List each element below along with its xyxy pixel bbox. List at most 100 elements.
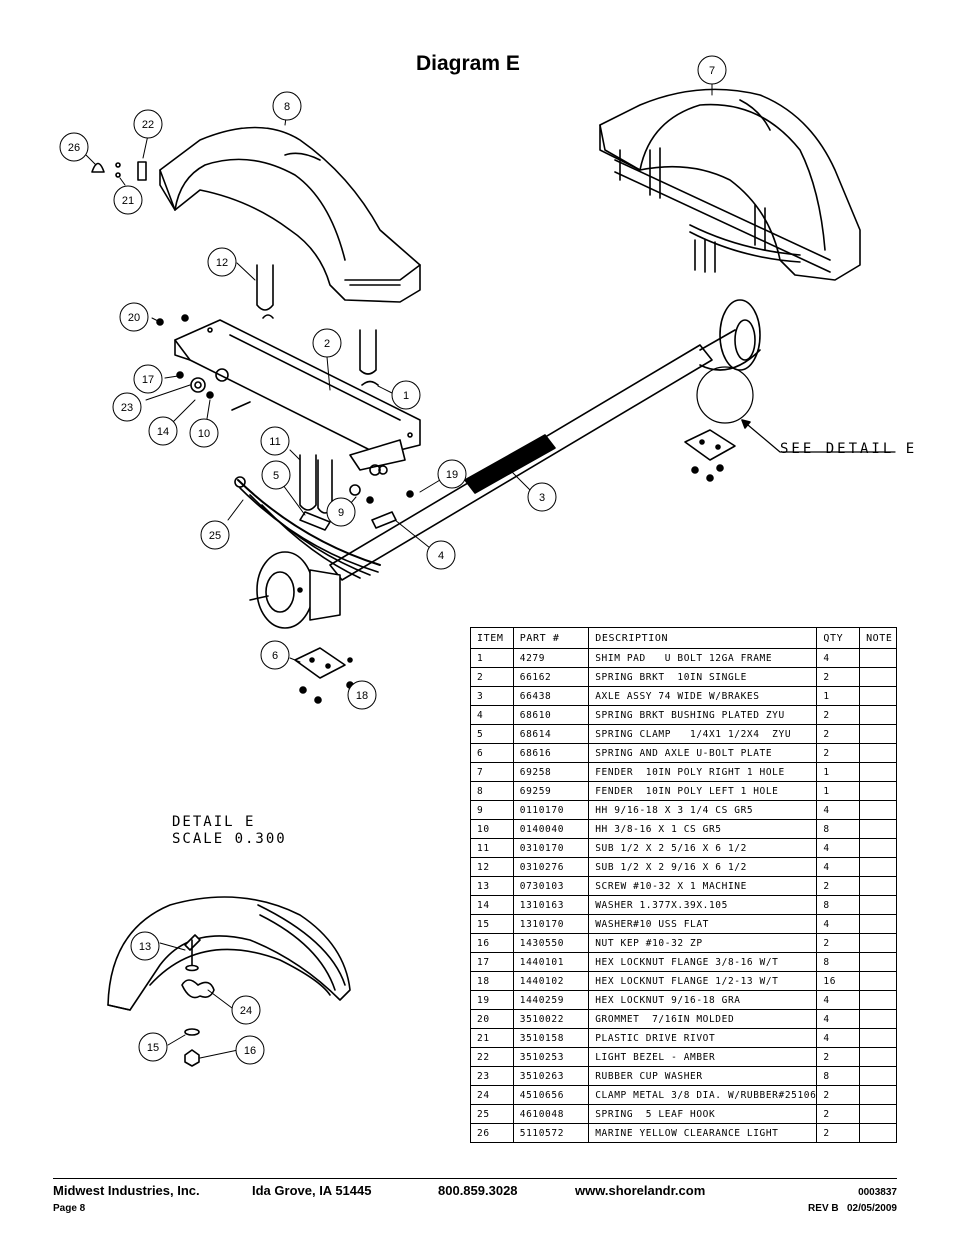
cell-note bbox=[859, 800, 897, 820]
svg-text:17: 17 bbox=[142, 374, 154, 386]
cell-item: 5 bbox=[470, 724, 514, 744]
svg-text:2: 2 bbox=[324, 338, 330, 350]
cell-note bbox=[859, 1085, 897, 1105]
header-part: PART # bbox=[512, 627, 590, 649]
callout-20: 20 bbox=[119, 302, 149, 332]
cell-description: AXLE ASSY 74 WIDE W/BRAKES bbox=[588, 686, 818, 706]
callout-24: 24 bbox=[231, 995, 261, 1025]
cell-note bbox=[859, 1009, 897, 1029]
cell-item: 19 bbox=[470, 990, 514, 1010]
cell-description: SPRING 5 LEAF HOOK bbox=[588, 1104, 818, 1124]
cell-note bbox=[859, 838, 897, 858]
cell-item: 18 bbox=[470, 971, 514, 991]
cell-note bbox=[859, 876, 897, 896]
cell-description: WASHER#10 USS FLAT bbox=[588, 914, 818, 934]
svg-text:14: 14 bbox=[157, 426, 169, 438]
cell-description: SCREW #10-32 X 1 MACHINE bbox=[588, 876, 818, 896]
cell-qty: 2 bbox=[816, 1123, 861, 1143]
cell-item: 2 bbox=[470, 667, 514, 687]
detail-e-circle bbox=[696, 366, 754, 424]
u-bolt-11 bbox=[299, 454, 333, 531]
callout-14: 14 bbox=[148, 416, 178, 446]
cell-item: 21 bbox=[470, 1028, 514, 1048]
detail-e-fender bbox=[107, 896, 351, 1067]
cell-part: 1310170 bbox=[512, 914, 590, 934]
footer-page: Page 8 bbox=[53, 1203, 86, 1214]
cell-description: FENDER 10IN POLY LEFT 1 HOLE bbox=[588, 781, 818, 801]
cell-item: 17 bbox=[470, 952, 514, 972]
cell-qty: 8 bbox=[816, 952, 861, 972]
svg-text:15: 15 bbox=[147, 1042, 159, 1054]
detail-e-label: DETAIL E SCALE 0.300 bbox=[172, 814, 287, 848]
detail-e-leader bbox=[741, 419, 896, 453]
cell-part: 1440259 bbox=[512, 990, 590, 1010]
footer-city: Ida Grove, IA 51445 bbox=[252, 1183, 372, 1198]
cell-qty: 4 bbox=[816, 857, 861, 877]
cell-qty: 8 bbox=[816, 819, 861, 839]
cell-note bbox=[859, 990, 897, 1010]
detail-e-scale: SCALE 0.300 bbox=[172, 831, 287, 847]
cell-description: SUB 1/2 X 2 9/16 X 6 1/2 bbox=[588, 857, 818, 877]
cell-part: 3510158 bbox=[512, 1028, 590, 1048]
footer-phone: 800.859.3028 bbox=[438, 1183, 518, 1198]
cell-item: 14 bbox=[470, 895, 514, 915]
callout-26: 26 bbox=[59, 132, 89, 162]
cell-qty: 2 bbox=[816, 876, 861, 896]
cell-qty: 2 bbox=[816, 743, 861, 763]
cell-item: 22 bbox=[470, 1047, 514, 1067]
cell-part: 5110572 bbox=[512, 1123, 590, 1143]
svg-text:21: 21 bbox=[122, 195, 134, 207]
svg-text:22: 22 bbox=[142, 119, 154, 131]
axle-assembly bbox=[329, 299, 761, 581]
cell-part: 0310276 bbox=[512, 857, 590, 877]
cell-note bbox=[859, 1123, 897, 1143]
svg-text:25: 25 bbox=[209, 530, 221, 542]
cell-part: 0140040 bbox=[512, 819, 590, 839]
cell-note bbox=[859, 857, 897, 877]
cell-description: LIGHT BEZEL - AMBER bbox=[588, 1047, 818, 1067]
callout-18: 18 bbox=[347, 680, 377, 710]
svg-text:19: 19 bbox=[446, 469, 458, 481]
left-fender bbox=[159, 126, 421, 303]
cell-item: 16 bbox=[470, 933, 514, 953]
cell-part: 68614 bbox=[512, 724, 590, 744]
svg-text:1: 1 bbox=[403, 390, 409, 402]
cell-part: 4610048 bbox=[512, 1104, 590, 1124]
callout-6: 6 bbox=[260, 640, 290, 670]
callout-10: 10 bbox=[189, 418, 219, 448]
cell-note bbox=[859, 1104, 897, 1124]
footer-company: Midwest Industries, Inc. bbox=[53, 1183, 200, 1198]
cell-qty: 4 bbox=[816, 1009, 861, 1029]
detail-e-arrow bbox=[741, 419, 751, 429]
svg-text:7: 7 bbox=[709, 65, 715, 77]
cell-part: 66162 bbox=[512, 667, 590, 687]
cell-qty: 2 bbox=[816, 1047, 861, 1067]
callout-5: 5 bbox=[261, 460, 291, 490]
svg-text:23: 23 bbox=[121, 402, 133, 414]
cell-item: 24 bbox=[470, 1085, 514, 1105]
header-description: DESCRIPTION bbox=[588, 627, 818, 649]
cell-part: 68616 bbox=[512, 743, 590, 763]
cell-part: 0310170 bbox=[512, 838, 590, 858]
table-header-row: ITEM PART # DESCRIPTION QTY NOTE bbox=[470, 627, 897, 649]
callout-21: 21 bbox=[113, 185, 143, 215]
cell-description: CLAMP METAL 3/8 DIA. W/RUBBER#25106 bbox=[588, 1085, 818, 1105]
svg-text:12: 12 bbox=[216, 257, 228, 269]
cell-note bbox=[859, 686, 897, 706]
cell-item: 12 bbox=[470, 857, 514, 877]
cell-item: 1 bbox=[470, 648, 514, 668]
cell-part: 1430550 bbox=[512, 933, 590, 953]
cell-note bbox=[859, 1047, 897, 1067]
